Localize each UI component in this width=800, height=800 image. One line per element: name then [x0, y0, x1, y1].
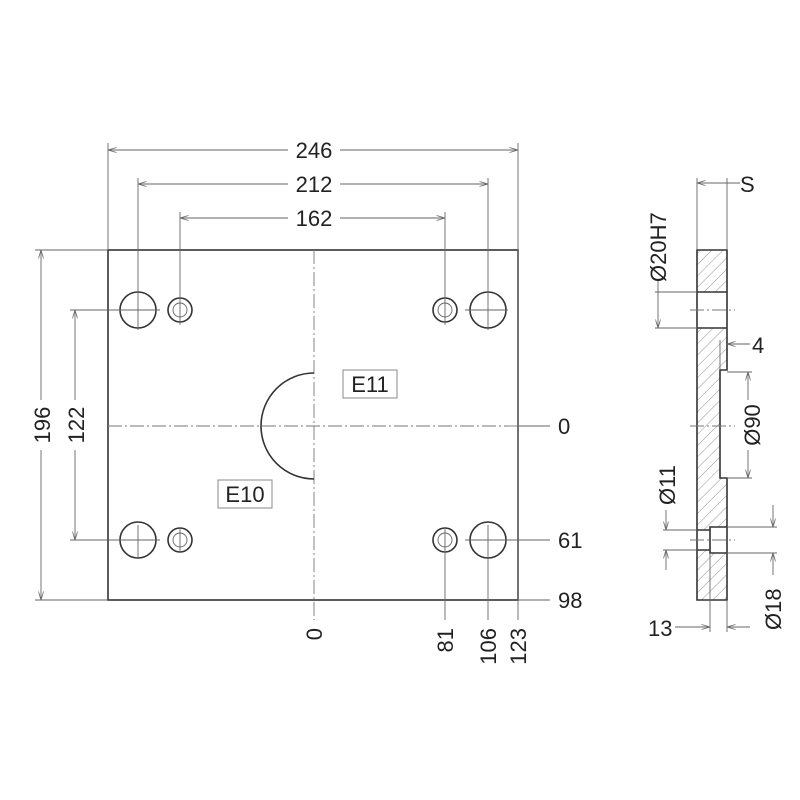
dim-bottom-81: 81: [433, 628, 458, 652]
side-view: S Ø20H7 4 Ø90 Ø11 Ø18 13: [646, 172, 786, 641]
counterbored-holes: [167, 297, 458, 553]
hole-centerlines: [35, 143, 550, 620]
large-holes: [119, 291, 507, 559]
section-outline: [696, 249, 728, 601]
dim-counterbore: Ø18: [761, 588, 786, 630]
dim-196: 196: [30, 407, 55, 444]
dim-right-61: 61: [558, 528, 582, 553]
counterbore-outline: [697, 526, 727, 554]
dim-counterbore-depth: 13: [648, 616, 672, 641]
front-view: 246 212 162 196 122 0 61 98 0 81 106 123…: [30, 135, 582, 665]
section-hatch: [697, 250, 727, 600]
dim-right-98: 98: [558, 588, 582, 613]
dim-212: 212: [296, 172, 333, 197]
dim-246: 246: [296, 138, 333, 163]
dim-bottom-106: 106: [476, 628, 501, 665]
semicircle-cutout: [260, 372, 315, 480]
dim-bottom-123: 123: [506, 628, 531, 665]
label-e10: E10: [225, 482, 264, 507]
dim-162: 162: [296, 206, 333, 231]
label-e11: E11: [351, 372, 389, 397]
dim-s: S: [740, 172, 755, 197]
dim-through-hole: Ø11: [655, 465, 680, 505]
dim-recess-depth: 4: [752, 333, 764, 358]
dim-right-0: 0: [558, 414, 570, 439]
dim-122: 122: [64, 407, 89, 444]
dim-bore: Ø20H7: [646, 212, 671, 282]
dim-bottom-0: 0: [302, 628, 327, 640]
plate-outline: [107, 249, 519, 601]
dim-recess-dia: Ø90: [740, 404, 765, 446]
